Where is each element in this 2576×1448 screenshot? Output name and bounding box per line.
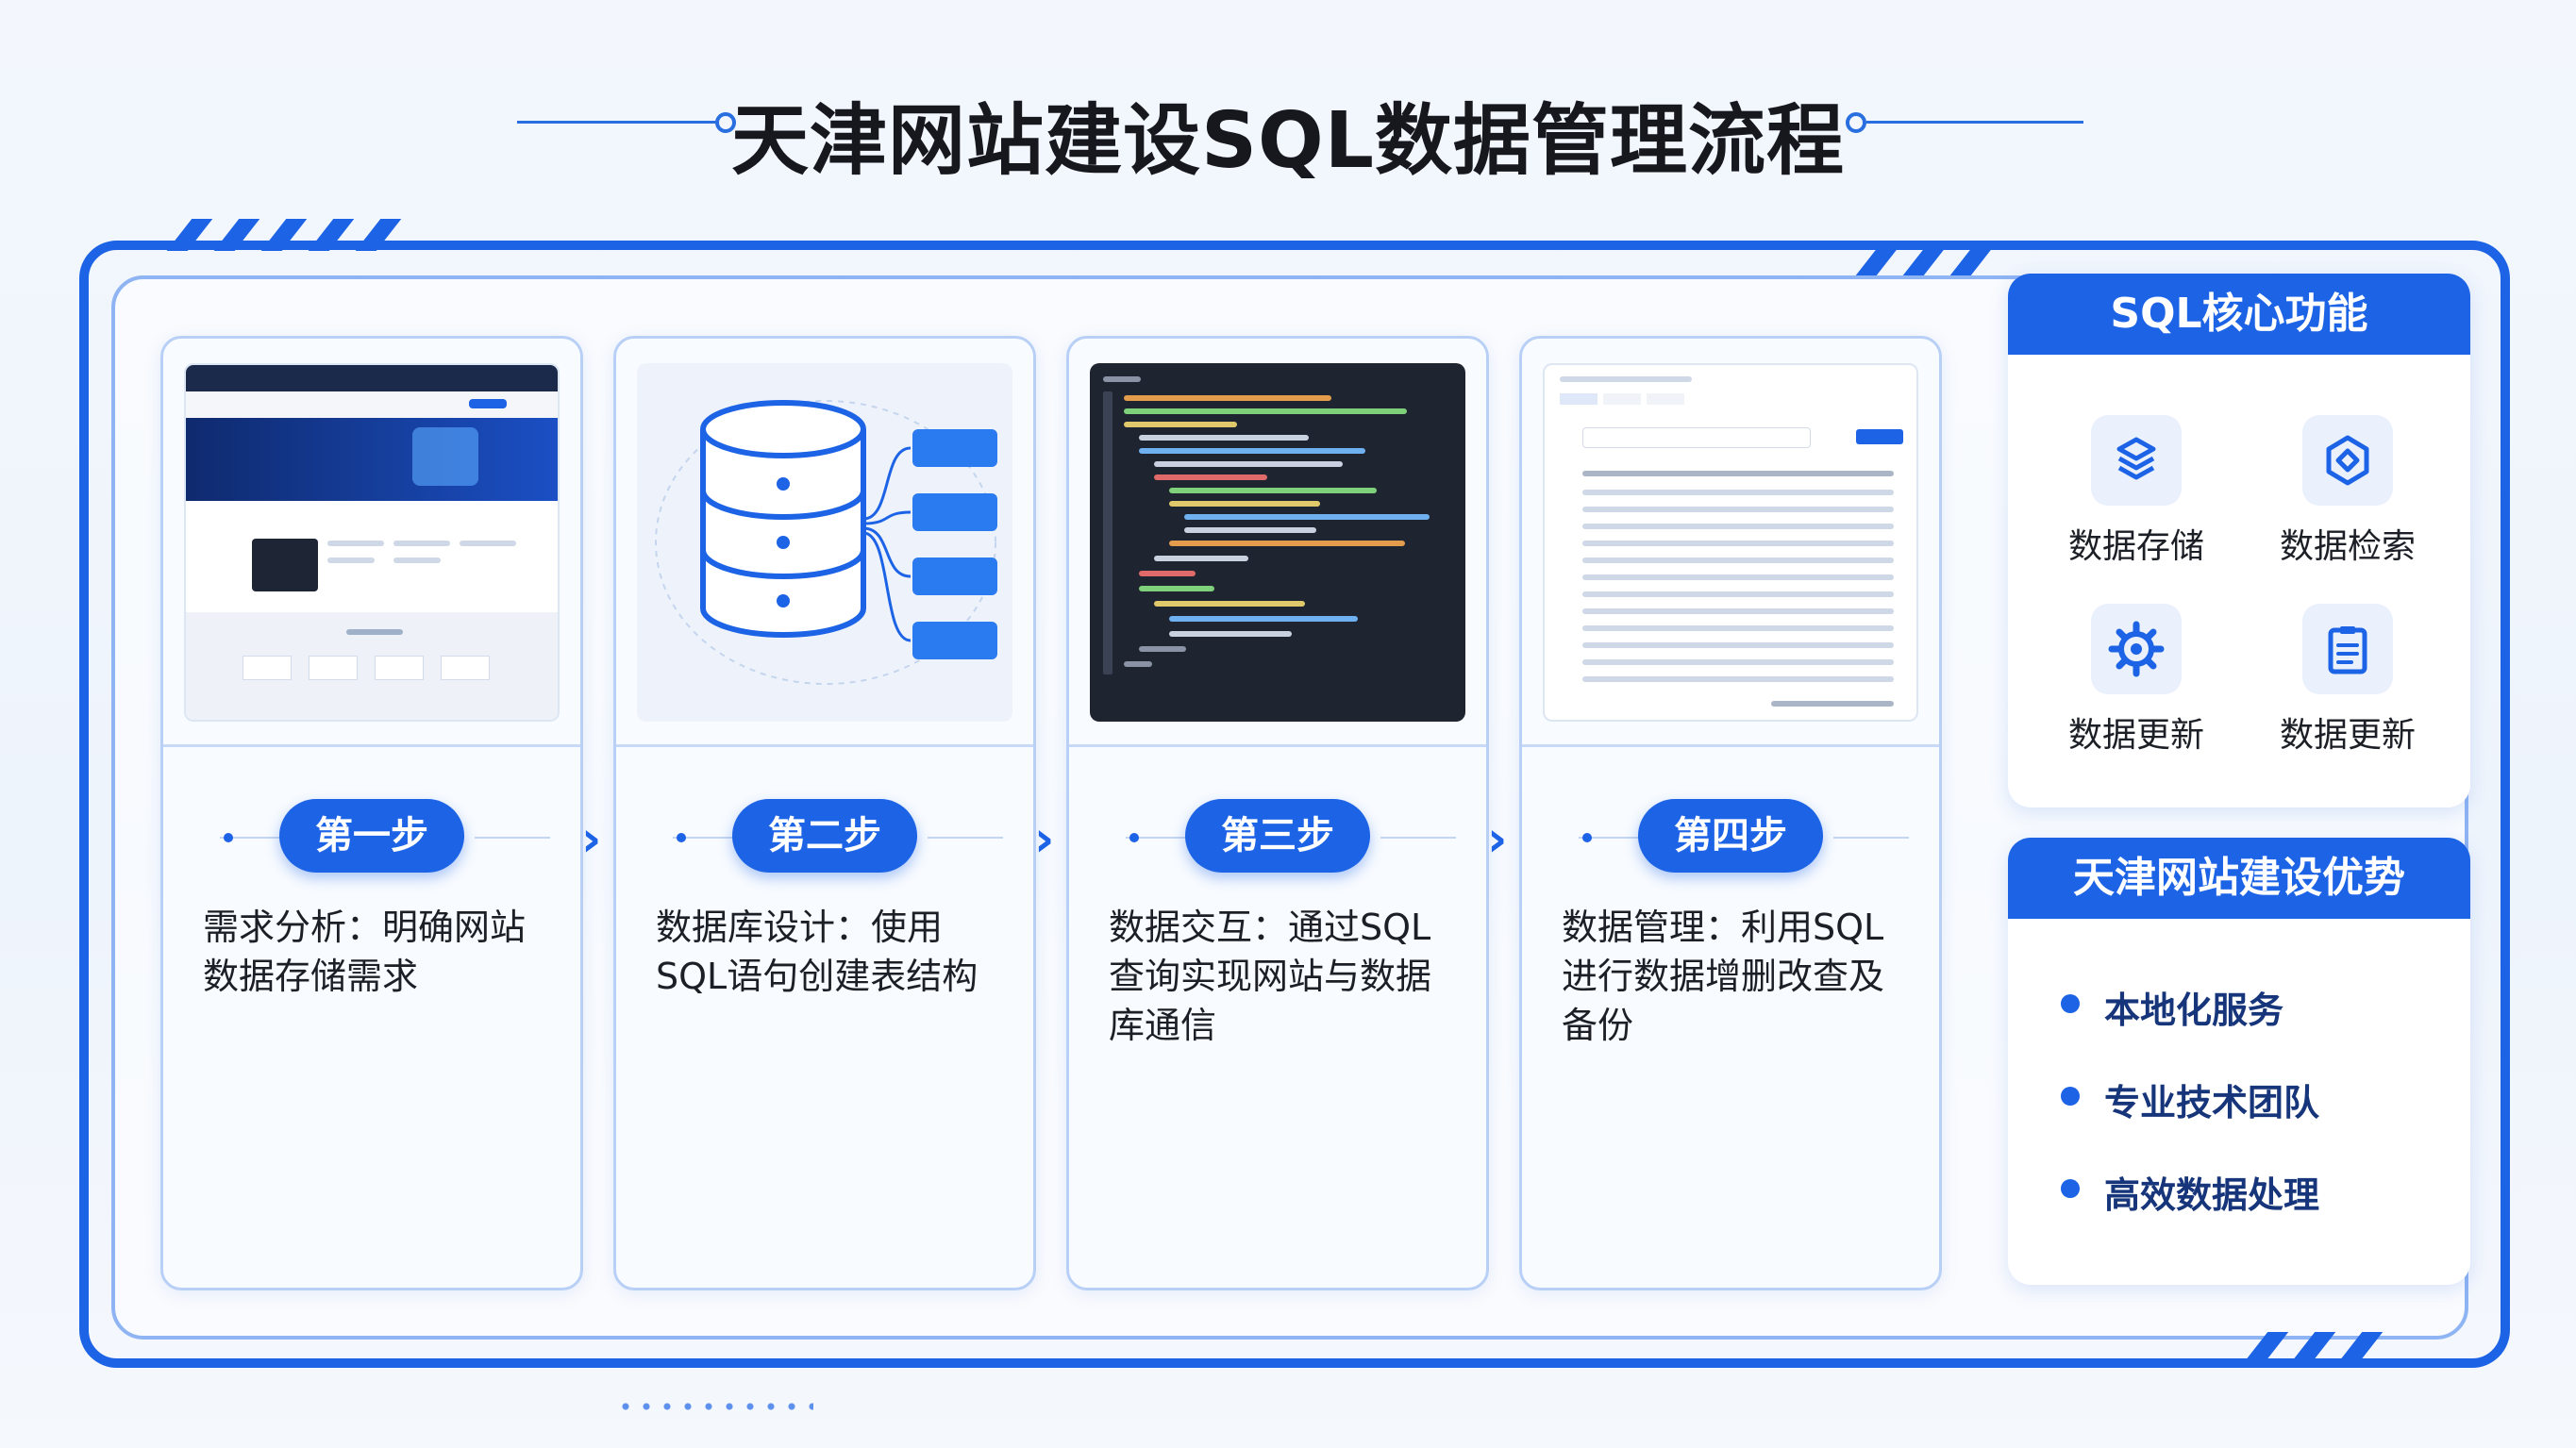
gear-icon bbox=[2091, 604, 2182, 694]
step-badge: 第三步 bbox=[1185, 799, 1370, 873]
feature-storage: 数据存储 bbox=[2042, 415, 2231, 568]
advantage-label: 本地化服务 bbox=[2104, 990, 2284, 1031]
feature-update: 数据更新 bbox=[2042, 604, 2231, 757]
connector-dot bbox=[1129, 833, 1139, 842]
step-badge: 第四步 bbox=[1638, 799, 1823, 873]
connector-dot bbox=[1582, 833, 1592, 842]
advantages-panel: 天津网站建设优势 本地化服务 专业技术团队 高效数据处理 bbox=[2008, 838, 2470, 1285]
feature-retrieve: 数据检索 bbox=[2253, 415, 2442, 568]
feature-label: 数据更新 bbox=[2279, 716, 2416, 755]
feature-label: 数据检索 bbox=[2279, 527, 2416, 566]
step-badge: 第二步 bbox=[732, 799, 917, 873]
code-editor-image bbox=[1090, 363, 1465, 722]
panel-title: 天津网站建设优势 bbox=[2008, 838, 2470, 919]
panel-title: SQL核心功能 bbox=[2008, 274, 2470, 355]
advantage-label: 高效数据处理 bbox=[2104, 1174, 2320, 1216]
connector-line bbox=[928, 837, 1003, 839]
card-divider bbox=[163, 744, 580, 747]
connector-dot bbox=[677, 833, 686, 842]
database-diagram-image bbox=[637, 363, 1012, 722]
connector-line bbox=[1833, 837, 1909, 839]
feature-label: 数据更新 bbox=[2067, 716, 2204, 755]
advantage-item: 专业技术团队 bbox=[2061, 1074, 2320, 1125]
chevron-right-icon: › bbox=[1487, 811, 1508, 868]
step-description: 数据管理：利用SQL进行数据增删改查及备份 bbox=[1562, 907, 1885, 1046]
title-line-left bbox=[517, 121, 717, 124]
database-icon bbox=[655, 400, 997, 685]
storage-icon bbox=[2091, 415, 2182, 506]
advantage-item: 高效数据处理 bbox=[2061, 1166, 2320, 1218]
retrieve-icon bbox=[2302, 415, 2393, 506]
advantage-label: 专业技术团队 bbox=[2104, 1082, 2320, 1123]
decorative-dots bbox=[615, 1402, 813, 1411]
sql-core-panel: SQL核心功能 数据存储 数据检索 数据更新 数据更新 bbox=[2008, 274, 2470, 807]
data-table-image bbox=[1543, 363, 1918, 722]
feature-update-2: 数据更新 bbox=[2253, 604, 2442, 757]
title-line-right bbox=[1866, 121, 2083, 124]
website-screenshot-image bbox=[184, 363, 560, 722]
title-dot-left bbox=[715, 112, 736, 133]
card-divider bbox=[1522, 744, 1939, 747]
title-dot-right bbox=[1846, 112, 1866, 133]
advantage-item: 本地化服务 bbox=[2061, 981, 2284, 1033]
connector-line bbox=[673, 837, 767, 839]
step-card-4: 第四步 数据管理：利用SQL进行数据增删改查及备份 bbox=[1519, 336, 1942, 1290]
step-description: 数据库设计：使用SQL语句创建表结构 bbox=[656, 907, 979, 997]
connector-line bbox=[220, 837, 314, 839]
feature-label: 数据存储 bbox=[2067, 527, 2204, 566]
bullet-dot bbox=[2061, 994, 2080, 1013]
connector-dot bbox=[224, 833, 233, 842]
chevron-right-icon: › bbox=[581, 811, 602, 868]
bullet-dot bbox=[2061, 1179, 2080, 1198]
step-card-2: 第二步 数据库设计：使用SQL语句创建表结构 bbox=[613, 336, 1036, 1290]
outer-frame bbox=[79, 241, 2510, 1368]
step-badge: 第一步 bbox=[279, 799, 464, 873]
clipboard-icon bbox=[2302, 604, 2393, 694]
step-card-3: 第三步 数据交互：通过SQL查询实现网站与数据库通信 bbox=[1066, 336, 1489, 1290]
connector-line bbox=[1380, 837, 1456, 839]
chevron-right-icon: › bbox=[1034, 811, 1055, 868]
page-title: 天津网站建设SQL数据管理流程 bbox=[730, 96, 1846, 186]
step-description: 数据交互：通过SQL查询实现网站与数据库通信 bbox=[1109, 907, 1432, 1046]
card-divider bbox=[616, 744, 1033, 747]
connector-line bbox=[475, 837, 550, 839]
step-card-1: 第一步 需求分析：明确网站数据存储需求 bbox=[160, 336, 583, 1290]
step-description: 需求分析：明确网站数据存储需求 bbox=[203, 907, 527, 997]
connector-line bbox=[1579, 837, 1673, 839]
card-divider bbox=[1069, 744, 1486, 747]
bullet-dot bbox=[2061, 1087, 2080, 1106]
connector-line bbox=[1126, 837, 1220, 839]
